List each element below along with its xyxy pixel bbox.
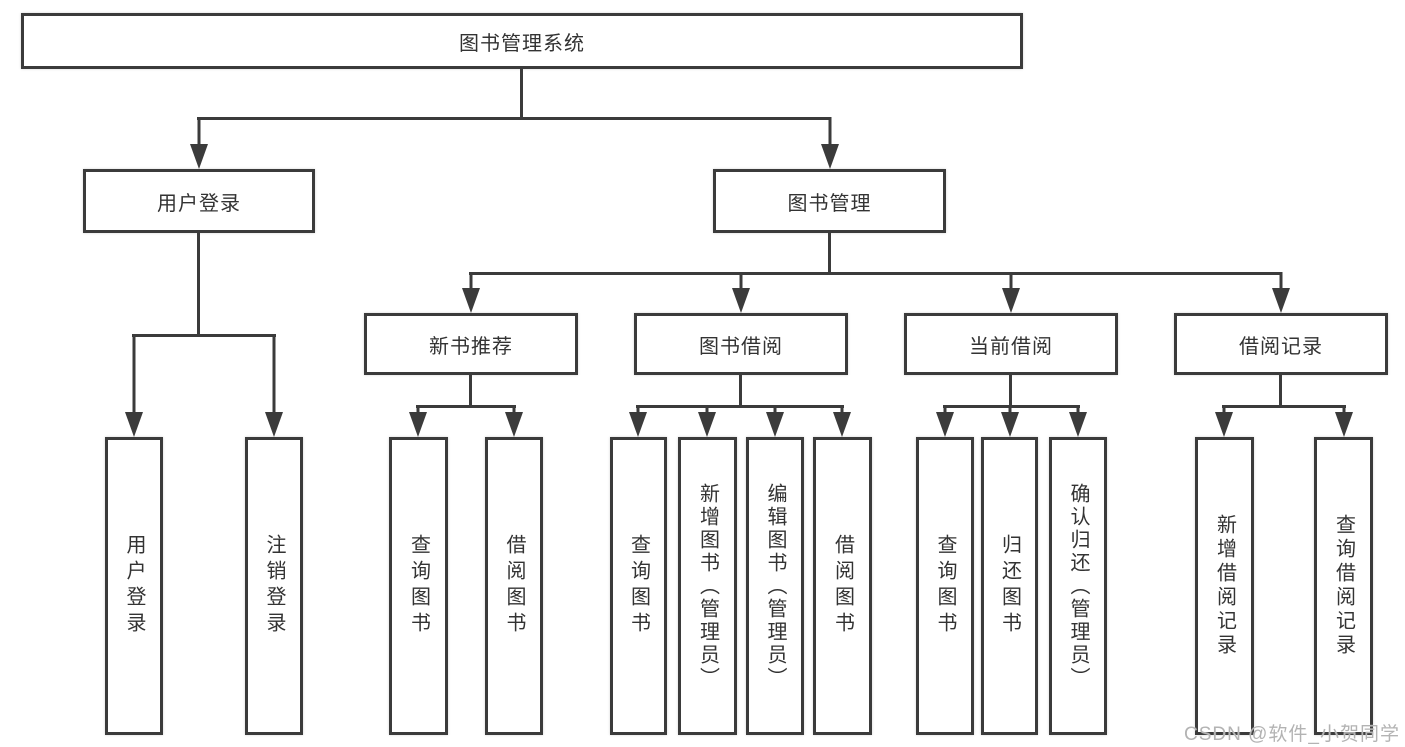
node-label: 借阅图书 xyxy=(831,534,854,638)
connector-line xyxy=(1009,375,1012,408)
arrow-down-icon xyxy=(125,334,143,437)
arrow-down-icon xyxy=(766,405,784,437)
arrow-down-icon xyxy=(629,405,647,437)
node-book-management: 图书管理 xyxy=(713,169,946,233)
node-leaf-confirm-return-admin: 确认归还（管理员） xyxy=(1049,437,1107,735)
node-label: 新增图书（管理员） xyxy=(696,482,719,690)
node-label: 用户登录 xyxy=(123,534,145,638)
arrow-down-icon xyxy=(409,405,427,437)
connector-line xyxy=(132,334,276,337)
arrow-down-icon xyxy=(1215,405,1233,437)
node-label: 归还图书 xyxy=(998,534,1021,638)
node-label: 借阅记录 xyxy=(1239,335,1323,358)
node-leaf-add-books-admin: 新增图书（管理员） xyxy=(678,437,737,735)
node-leaf-query-books-2: 查询图书 xyxy=(610,437,667,735)
arrow-down-icon xyxy=(190,117,208,169)
arrow-down-icon xyxy=(1002,272,1020,313)
node-leaf-logout: 注销登录 xyxy=(245,437,303,735)
connector-line xyxy=(469,272,1282,275)
node-leaf-query-books-3: 查询图书 xyxy=(916,437,974,735)
node-label: 当前借阅 xyxy=(969,335,1053,358)
node-label: 查询图书 xyxy=(407,534,430,638)
arrow-down-icon xyxy=(1272,272,1290,313)
arrow-down-icon xyxy=(821,117,839,169)
connector-line xyxy=(416,405,516,408)
node-leaf-query-books-1: 查询图书 xyxy=(389,437,448,735)
node-label: 查询图书 xyxy=(627,534,650,638)
node-label: 图书借阅 xyxy=(699,335,783,358)
connector-line xyxy=(828,233,831,275)
connector-line xyxy=(469,375,472,408)
node-new-book-recommend: 新书推荐 xyxy=(364,313,578,375)
node-label: 注销登录 xyxy=(263,534,285,638)
node-label: 图书管理 xyxy=(787,192,872,215)
node-label: 查询图书 xyxy=(934,534,956,638)
connector-line xyxy=(520,69,523,120)
node-label: 确认归还（管理员） xyxy=(1067,482,1089,690)
connector-line xyxy=(636,405,844,408)
node-leaf-return-books: 归还图书 xyxy=(981,437,1038,735)
node-leaf-borrow-books-1: 借阅图书 xyxy=(485,437,543,735)
node-leaf-query-borrow-record: 查询借阅记录 xyxy=(1314,437,1373,735)
node-label: 借阅图书 xyxy=(503,534,525,638)
node-leaf-borrow-books-2: 借阅图书 xyxy=(813,437,872,735)
arrow-down-icon xyxy=(1001,405,1019,437)
arrow-down-icon xyxy=(732,272,750,313)
connector-line xyxy=(1279,375,1282,408)
node-leaf-add-borrow-record: 新增借阅记录 xyxy=(1195,437,1254,735)
node-label: 查询借阅记录 xyxy=(1332,514,1355,658)
node-borrow-records: 借阅记录 xyxy=(1174,313,1388,375)
node-label: 编辑图书（管理员） xyxy=(764,482,786,690)
node-label: 用户登录 xyxy=(157,192,241,215)
connector-line xyxy=(739,375,742,408)
arrow-down-icon xyxy=(1335,405,1353,437)
connector-line xyxy=(197,233,200,337)
node-label: 新书推荐 xyxy=(429,335,513,358)
arrow-down-icon xyxy=(462,272,480,313)
arrow-down-icon xyxy=(265,334,283,437)
arrow-down-icon xyxy=(936,405,954,437)
node-label: 图书管理系统 xyxy=(459,32,585,55)
node-leaf-edit-books-admin: 编辑图书（管理员） xyxy=(746,437,804,735)
node-current-borrow: 当前借阅 xyxy=(904,313,1118,375)
arrow-down-icon xyxy=(505,405,523,437)
node-user-login: 用户登录 xyxy=(83,169,315,233)
node-library-management-system: 图书管理系统 xyxy=(21,13,1023,69)
node-book-borrow: 图书借阅 xyxy=(634,313,848,375)
arrow-down-icon xyxy=(833,405,851,437)
arrow-down-icon xyxy=(1069,405,1087,437)
connector-line xyxy=(197,117,831,120)
node-label: 新增借阅记录 xyxy=(1213,514,1236,658)
connector-line xyxy=(1222,405,1346,408)
arrow-down-icon xyxy=(698,405,716,437)
node-leaf-user-login: 用户登录 xyxy=(105,437,163,735)
csdn-watermark: CSDN @软件_小贺同学 xyxy=(1184,724,1400,745)
